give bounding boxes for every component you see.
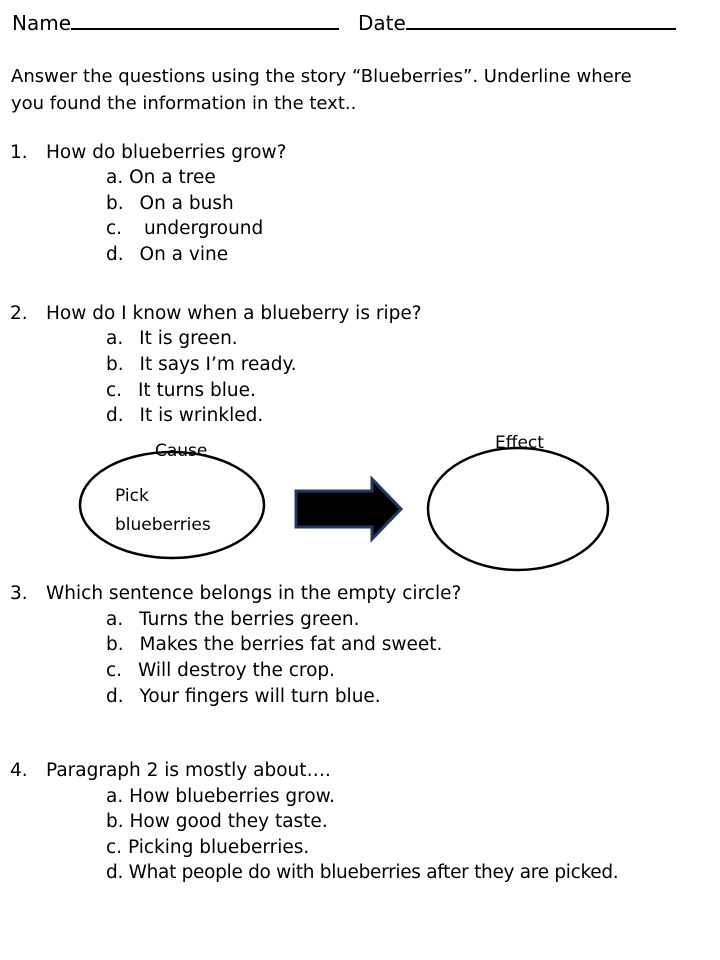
date-label: Date <box>358 11 406 35</box>
question-4-option-a[interactable]: a. How blueberries grow. <box>106 786 335 807</box>
option-text: Picking blueberries. <box>127 837 310 858</box>
question-3-option-a[interactable]: a. Turns the berries green. <box>106 609 359 630</box>
option-letter: c. <box>106 837 123 858</box>
question-3-number: 3. <box>10 583 28 604</box>
option-text: Will destroy the crop. <box>137 660 336 681</box>
question-3-option-b[interactable]: b. Makes the berries fat and sweet. <box>106 634 442 655</box>
cause-label: Cause <box>155 441 208 461</box>
option-letter: b. <box>106 354 124 375</box>
question-3-text: Which sentence belongs in the empty circ… <box>46 583 462 604</box>
option-text: What people do with blueberries after th… <box>128 862 619 883</box>
option-letter: d. <box>106 244 124 265</box>
arrow-right-icon <box>294 475 404 543</box>
question-4-option-b[interactable]: b. How good they taste. <box>106 811 328 832</box>
instructions-line-2: you found the information in the text.. <box>11 93 357 114</box>
question-2-option-d[interactable]: d. It is wrinkled. <box>106 405 263 426</box>
option-text: It is green. <box>139 328 238 349</box>
cause-text-line-2: blueberries <box>115 515 211 535</box>
instructions-line-1: Answer the questions using the story “Bl… <box>11 66 632 87</box>
option-letter: c. <box>106 380 123 401</box>
effect-circle[interactable] <box>426 446 610 572</box>
option-text: underground <box>143 218 264 239</box>
option-text: How good they taste. <box>129 811 328 832</box>
option-letter: c. <box>106 218 123 239</box>
option-text: It says I’m ready. <box>139 354 297 375</box>
option-text: Makes the berries fat and sweet. <box>139 634 443 655</box>
option-letter: b. <box>106 634 124 655</box>
cause-text: Pick blueberries <box>115 482 211 540</box>
option-letter: d. <box>106 686 124 707</box>
option-letter: a. <box>106 167 124 188</box>
option-text: Turns the berries green. <box>139 609 360 630</box>
option-text: On a vine <box>139 244 229 265</box>
option-letter: a. <box>106 786 124 807</box>
instructions: Answer the questions using the story “Bl… <box>11 63 632 117</box>
question-1-text: How do blueberries grow? <box>46 142 287 163</box>
question-1-option-a[interactable]: a. On a tree <box>106 167 216 188</box>
cause-circle <box>78 450 266 560</box>
name-blank-line[interactable] <box>71 8 340 30</box>
effect-label: Effect <box>495 433 544 453</box>
question-4-option-d[interactable]: d. What people do with blueberries after… <box>106 862 619 883</box>
question-1-option-c[interactable]: c. underground <box>106 218 263 239</box>
question-3-option-d[interactable]: d. Your fingers will turn blue. <box>106 686 381 707</box>
question-2-text: How do I know when a blueberry is ripe? <box>46 303 422 324</box>
question-4-option-c[interactable]: c. Picking blueberries. <box>106 837 309 858</box>
cause-text-line-1: Pick <box>115 486 149 506</box>
option-letter: c. <box>106 660 123 681</box>
option-text: On a tree <box>129 167 216 188</box>
question-2-number: 2. <box>10 303 28 324</box>
option-letter: a. <box>106 609 124 630</box>
question-4-text: Paragraph 2 is mostly about…. <box>46 760 331 781</box>
date-blank-line[interactable] <box>405 8 676 30</box>
question-4-number: 4. <box>10 760 28 781</box>
option-letter: d. <box>106 862 124 883</box>
option-text: Your fingers will turn blue. <box>139 686 381 707</box>
option-text: How blueberries grow. <box>129 786 335 807</box>
option-letter: b. <box>106 811 124 832</box>
option-text: On a bush <box>139 193 234 214</box>
question-1-option-b[interactable]: b. On a bush <box>106 193 234 214</box>
option-letter: b. <box>106 193 124 214</box>
question-2-option-a[interactable]: a. It is green. <box>106 328 238 349</box>
name-field[interactable]: Name <box>12 8 340 35</box>
question-3-option-c[interactable]: c. Will destroy the crop. <box>106 660 335 681</box>
date-field[interactable]: Date <box>358 8 676 35</box>
option-letter: a. <box>106 328 124 349</box>
option-text: It turns blue. <box>137 380 256 401</box>
option-letter: d. <box>106 405 124 426</box>
question-1-number: 1. <box>10 142 28 163</box>
option-text: It is wrinkled. <box>139 405 264 426</box>
question-1-option-d[interactable]: d. On a vine <box>106 244 228 265</box>
question-2-option-b[interactable]: b. It says I’m ready. <box>106 354 297 375</box>
name-label: Name <box>12 11 72 35</box>
question-2-option-c[interactable]: c. It turns blue. <box>106 380 256 401</box>
